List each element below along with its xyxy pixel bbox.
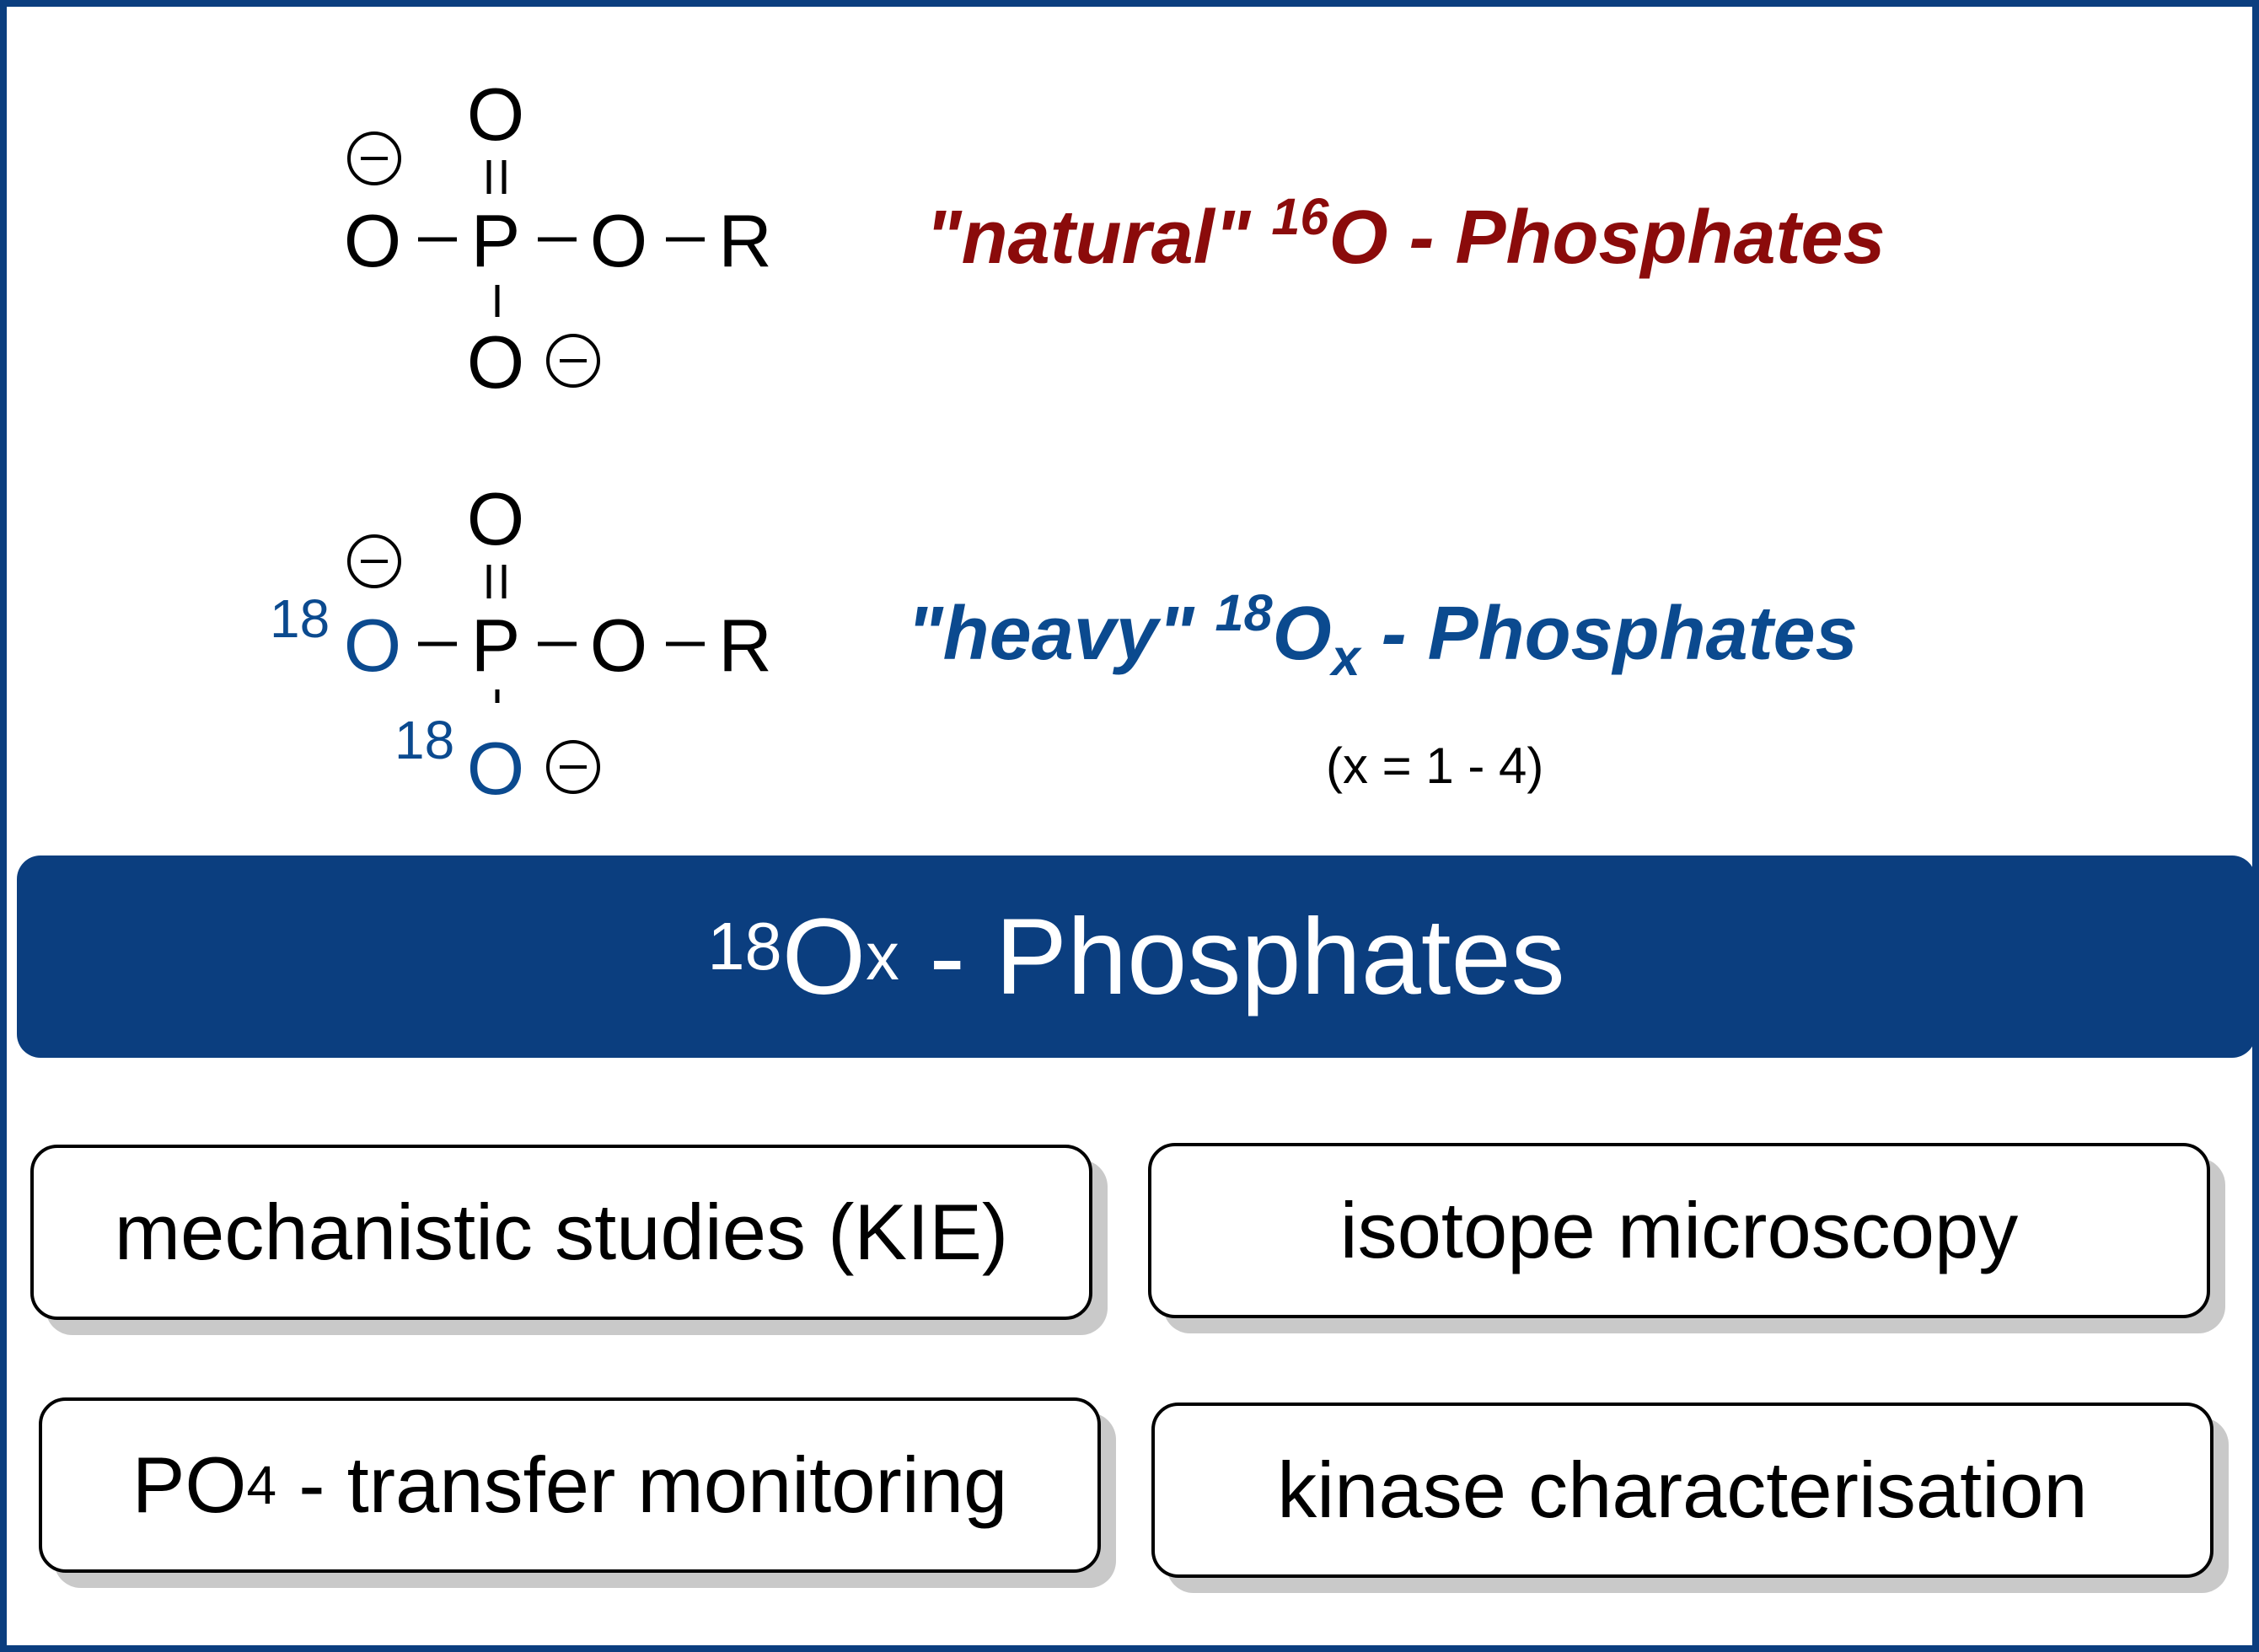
application-label: kinase characterisation xyxy=(1277,1446,2088,1534)
heavy-isotope-bottom: 18 xyxy=(394,710,454,770)
phosphate-structures: O O P O R O O xyxy=(270,72,772,810)
heavy-o-right: O xyxy=(590,603,647,687)
banner-isotope: 18 xyxy=(707,909,782,984)
application-label-suffix: - transfer monitoring xyxy=(276,1440,1008,1529)
natural-label-isotope: 16 xyxy=(1271,187,1329,245)
natural-label-prefix: "natural" xyxy=(926,196,1272,280)
natural-p: P xyxy=(471,199,521,282)
heavy-o-bottom: O xyxy=(467,727,524,810)
banner-subscript: x xyxy=(866,919,899,994)
heavy-label-subscript: x xyxy=(1331,629,1360,686)
heavy-o-top: O xyxy=(467,477,524,560)
heavy-phosphate-structure: O 18 O P O R 18 O xyxy=(270,477,772,810)
application-label-subscript: 4 xyxy=(246,1455,277,1515)
heavy-label-prefix: "heavy" xyxy=(907,592,1215,676)
heavy-p: P xyxy=(471,603,521,687)
natural-label-element: O xyxy=(1328,196,1388,280)
natural-r: R xyxy=(718,199,772,282)
heavy-phosphates-label: "heavy" 18Ox - Phosphates xyxy=(907,587,1858,686)
natural-charge-left xyxy=(347,131,401,185)
heavy-label-suffix: - Phosphates xyxy=(1360,592,1858,676)
application-box-isotope-microscopy: isotope microscopy xyxy=(1148,1143,2210,1318)
heavy-charge-left xyxy=(347,534,401,588)
natural-phosphates-label: "natural" 16O - Phosphates xyxy=(926,190,1886,276)
heavy-isotope-left: 18 xyxy=(270,588,330,649)
heavy-charge-bottom xyxy=(546,740,600,794)
natural-o-right: O xyxy=(590,199,647,282)
natural-o-top: O xyxy=(467,72,524,156)
heavy-r: R xyxy=(718,603,772,687)
x-range-note: (x = 1 - 4) xyxy=(1326,738,1544,794)
natural-o-left: O xyxy=(344,199,401,282)
application-label-prefix: PO xyxy=(131,1440,247,1529)
application-label: mechanistic studies (KIE) xyxy=(114,1188,1009,1276)
application-label: isotope microscopy xyxy=(1339,1186,2019,1274)
natural-o-bottom: O xyxy=(467,320,524,404)
application-box-mechanistic-studies: mechanistic studies (KIE) xyxy=(30,1145,1092,1320)
natural-charge-bottom xyxy=(546,334,600,388)
heavy-o-left: O xyxy=(344,603,401,687)
banner-element: O xyxy=(781,896,867,1017)
natural-phosphate-structure: O O P O R O xyxy=(344,72,772,404)
banner-suffix: - Phosphates xyxy=(899,896,1565,1017)
application-box-kinase-characterisation: kinase characterisation xyxy=(1151,1403,2213,1578)
natural-label-suffix: - Phosphates xyxy=(1387,196,1886,280)
heavy-label-element: O xyxy=(1272,592,1332,676)
heavy-label-isotope: 18 xyxy=(1215,583,1273,641)
